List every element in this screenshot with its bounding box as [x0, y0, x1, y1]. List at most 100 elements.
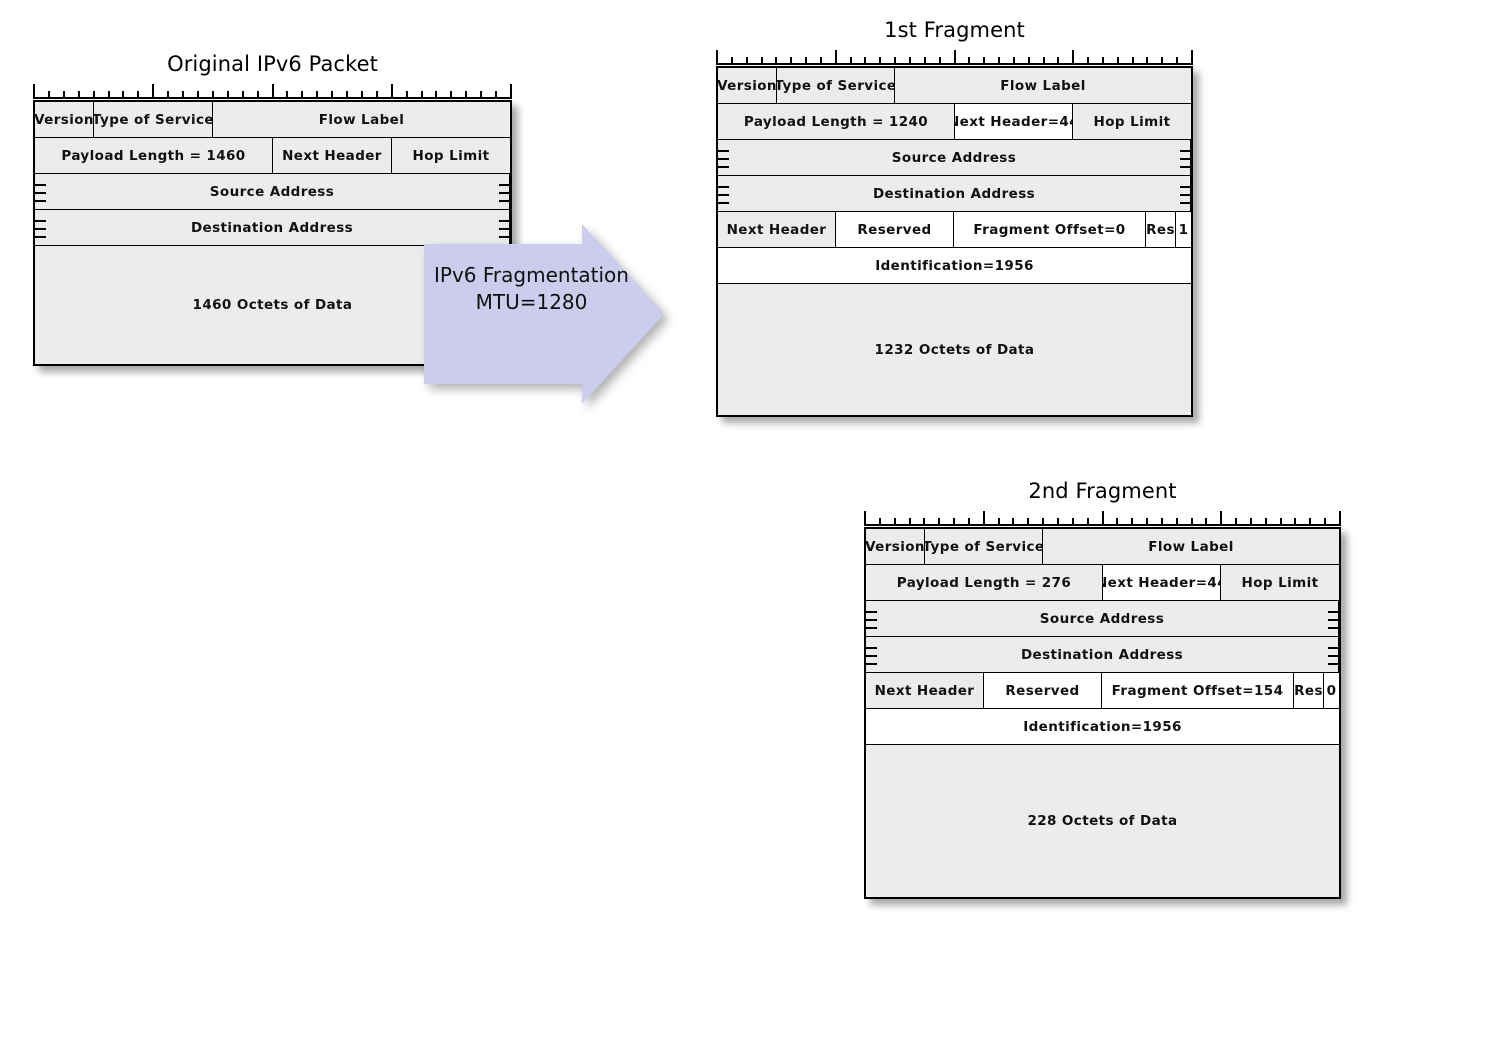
ruler-tick-minor: [361, 91, 363, 99]
ruler-tick-major: [983, 511, 985, 526]
fragment-1-field-fragment-offset-0: Fragment Offset=0: [954, 212, 1146, 247]
ruler-tick-minor: [167, 91, 169, 99]
fragment-2-field-type-of-service: Type of Service: [925, 529, 1043, 564]
fragment-2-field-identification-1956: Identification=1956: [866, 709, 1339, 744]
ruler-tick-minor: [1205, 518, 1207, 526]
ruler-tick-major: [1191, 50, 1193, 65]
fragment-2-field-version: Version: [866, 529, 925, 564]
fragmentation-arrow: [424, 224, 664, 404]
ruler-tick-major: [510, 84, 512, 99]
ruler-tick-minor: [820, 57, 822, 65]
ruler-tick-minor: [1042, 518, 1044, 526]
ruler-tick-major: [954, 50, 956, 65]
fragment-1-payload-row: 1232 Octets of Data: [718, 284, 1191, 415]
field-label: Payload Length = 276: [896, 574, 1072, 591]
ruler-tick-minor: [1012, 518, 1014, 526]
original-field-next-header: Next Header: [273, 138, 392, 173]
field-label: Next Header: [874, 682, 975, 699]
fragment-1-identification-row: Identification=1956: [718, 248, 1191, 284]
fragment-2-field-destination-address: Destination Address: [866, 637, 1339, 672]
field-label: Version: [718, 77, 777, 94]
fragment-1-field-payload-length-1240: Payload Length = 1240: [718, 104, 955, 139]
fragment-1-field-reserved: Reserved: [836, 212, 954, 247]
ruler-tick-minor: [1294, 518, 1296, 526]
field-label: Destination Address: [190, 219, 354, 236]
fragment-1-field-version: Version: [718, 68, 777, 103]
ruler-tick-minor: [775, 57, 777, 65]
field-label: Fragment Offset=154: [1111, 682, 1284, 699]
ruler-tick-minor: [894, 57, 896, 65]
fragment-2-destination-address-row: Destination Address: [866, 637, 1339, 673]
ruler-tick-minor: [1280, 518, 1282, 526]
ruler-tick-minor: [909, 518, 911, 526]
ruler-tick-minor: [1087, 518, 1089, 526]
field-label: 228 Octets of Data: [1027, 813, 1178, 829]
fragment-2-field-source-address: Source Address: [866, 601, 1339, 636]
ruler-tick-minor: [894, 518, 896, 526]
fragment-1-field-hop-limit: Hop Limit: [1073, 104, 1191, 139]
original-field-version: Version: [35, 102, 94, 137]
ruler-tick-minor: [746, 57, 748, 65]
field-label: Hop Limit: [1093, 113, 1171, 130]
fragment-1-destination-address-row: Destination Address: [718, 176, 1191, 212]
ruler-tick-minor: [1161, 57, 1163, 65]
ruler-tick-minor: [1116, 518, 1118, 526]
field-label: Flow Label: [318, 111, 405, 128]
fragment-1-field-1232-octets-of-data: 1232 Octets of Data: [718, 284, 1191, 415]
ruler-tick-minor: [1028, 57, 1030, 65]
ruler-tick-minor: [1191, 518, 1193, 526]
fragment-2-field-reserved: Reserved: [984, 673, 1102, 708]
ruler-tick-minor: [1087, 57, 1089, 65]
fragment-2-field-228-octets-of-data: 228 Octets of Data: [866, 745, 1339, 897]
ruler-tick-minor: [864, 57, 866, 65]
page-title-first-fragment: 1st Fragment: [884, 18, 1025, 42]
ruler-tick-major: [33, 84, 35, 99]
field-label: Reserved: [857, 221, 932, 238]
fragment-1-field-res: Res: [1146, 212, 1176, 247]
ruler-tick-minor: [909, 57, 911, 65]
ruler-tick-minor: [850, 57, 852, 65]
ruler-tick-minor: [1324, 518, 1326, 526]
ruler-tick-minor: [242, 91, 244, 99]
ruler-tick-minor: [924, 57, 926, 65]
fragment-1-field-identification-1956: Identification=1956: [718, 248, 1191, 283]
ruler-tick-minor: [1250, 518, 1252, 526]
field-label: Identification=1956: [875, 257, 1034, 274]
ruler-tick-major: [152, 84, 154, 99]
ruler-tick-minor: [1161, 518, 1163, 526]
ruler-tick-minor: [48, 91, 50, 99]
ruler-tick-minor: [1043, 57, 1045, 65]
field-label: Source Address: [209, 183, 335, 200]
fragment-1-field-destination-address: Destination Address: [718, 176, 1191, 211]
fragment-1-source-address-row: Source Address: [718, 140, 1191, 176]
ruler-tick-minor: [63, 91, 65, 99]
ruler-tick-minor: [465, 91, 467, 99]
ruler-tick-minor: [421, 91, 423, 99]
fragment-2-identification-row: Identification=1956: [866, 709, 1339, 745]
ruler-tick-minor: [1102, 57, 1104, 65]
ruler-tick-minor: [1265, 518, 1267, 526]
ruler-tick-minor: [879, 57, 881, 65]
original-field-flow-label: Flow Label: [213, 102, 510, 137]
ruler-tick-minor: [731, 57, 733, 65]
ruler-tick-minor: [805, 57, 807, 65]
fragment-2-field-flow-label: Flow Label: [1043, 529, 1339, 564]
ruler-tick-major: [1102, 511, 1104, 526]
ruler-tick-minor: [197, 91, 199, 99]
ruler-tick-minor: [879, 518, 881, 526]
ruler-tick-minor: [1027, 518, 1029, 526]
original-field-payload-length-1460: Payload Length = 1460: [35, 138, 273, 173]
ruler-tick-major: [391, 84, 393, 99]
ruler-tick-minor: [1057, 518, 1059, 526]
original-field-destination-address: Destination Address: [35, 210, 510, 245]
bit-ruler-fragment-1: [716, 48, 1193, 65]
fragment-2-field-hop-limit: Hop Limit: [1221, 565, 1339, 600]
ruler-tick-major: [1339, 511, 1341, 526]
